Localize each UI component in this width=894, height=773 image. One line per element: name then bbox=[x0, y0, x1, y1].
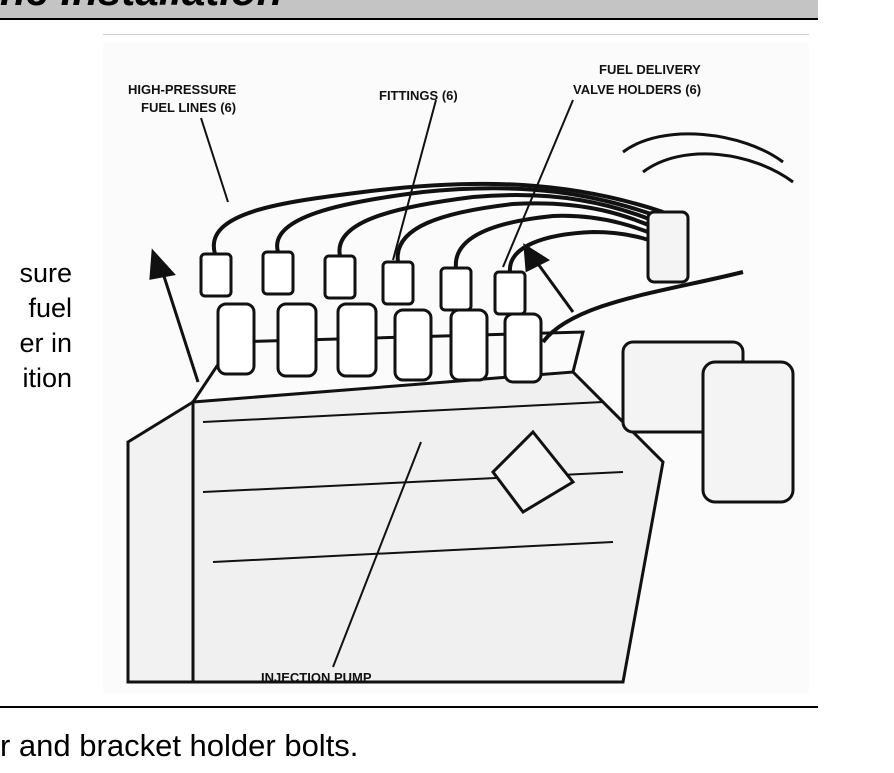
header-rule bbox=[0, 18, 818, 20]
side-line-1: sure bbox=[19, 258, 72, 288]
label-high-pressure-line-2: FUEL LINES (6) bbox=[141, 100, 236, 115]
bottom-rule bbox=[0, 706, 818, 708]
delivery-valve-holders bbox=[216, 302, 543, 384]
label-fuel-delivery-line-1: FUEL DELIVERY bbox=[599, 62, 701, 77]
injection-pump-diagram: HIGH-PRESSURE FUEL LINES (6) FITTINGS (6… bbox=[103, 42, 809, 694]
label-fuel-delivery-line-2: VALVE HOLDERS (6) bbox=[573, 82, 701, 97]
right-side-components bbox=[491, 132, 795, 514]
side-line-3: er in bbox=[19, 328, 72, 358]
leader-lines bbox=[200, 99, 574, 668]
label-injection-pump: INJECTION PUMP bbox=[261, 670, 372, 685]
side-paragraph: sure fuel er in ition bbox=[0, 256, 72, 396]
callout-arrows bbox=[149, 243, 575, 383]
figure-top-rule bbox=[103, 34, 809, 35]
side-line-2: fuel bbox=[28, 293, 72, 323]
label-high-pressure-line-1: HIGH-PRESSURE bbox=[128, 82, 237, 97]
section-title: ne Installation bbox=[0, 0, 282, 12]
side-line-4: ition bbox=[22, 363, 72, 393]
injection-pump-figure: HIGH-PRESSURE FUEL LINES (6) FITTINGS (6… bbox=[103, 42, 809, 694]
section-header-band: ne Installation bbox=[0, 0, 818, 18]
label-fittings: FITTINGS (6) bbox=[379, 88, 458, 103]
instruction-text: r and bracket holder bolts. bbox=[0, 728, 359, 763]
high-pressure-fuel-lines bbox=[211, 181, 744, 344]
